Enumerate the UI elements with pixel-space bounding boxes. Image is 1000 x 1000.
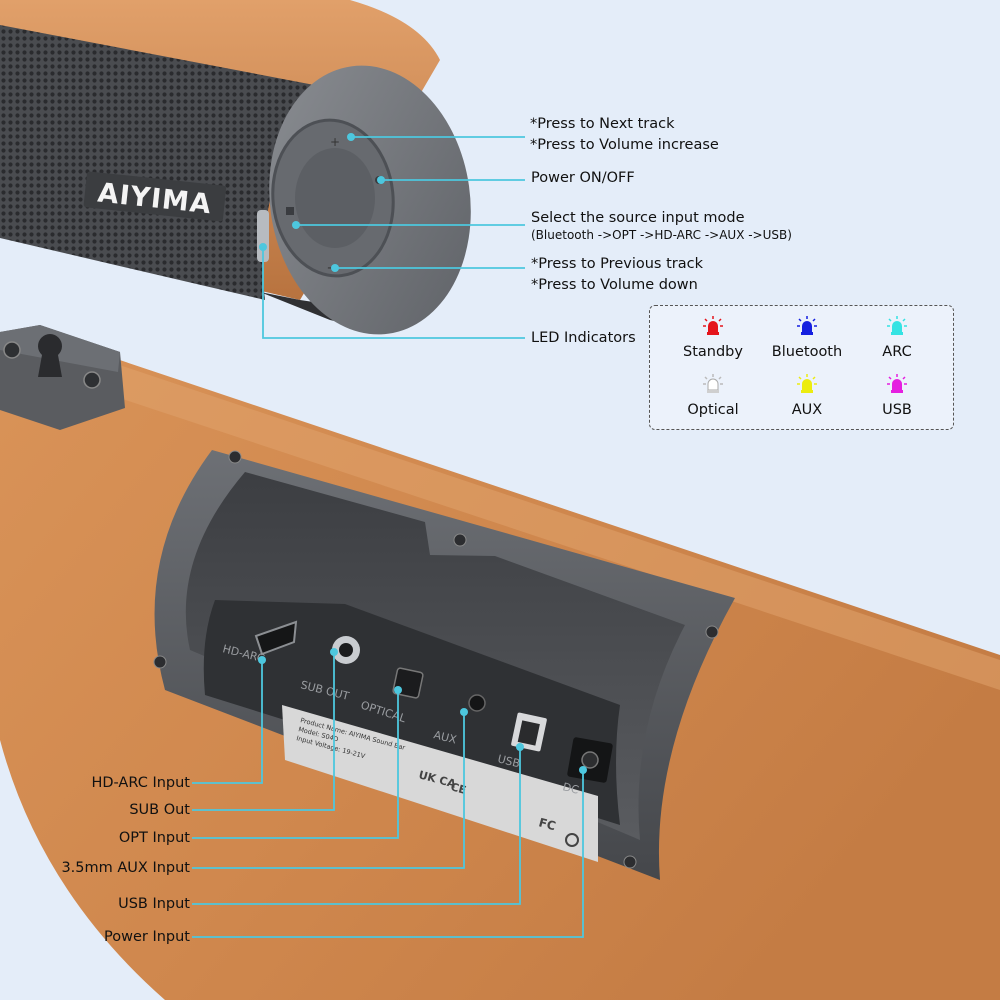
leader-sub <box>192 652 335 811</box>
leader-opt <box>192 690 399 839</box>
led-label: Bluetooth <box>771 344 843 360</box>
callout-power-input: Power Input <box>104 929 190 945</box>
leader-hdarc <box>192 660 263 784</box>
callout-usb-input: USB Input <box>118 896 190 912</box>
led-legend: Standby Bluetooth ARC Optical AUX USB <box>649 305 954 430</box>
callout-opt-input: OPT Input <box>118 830 190 846</box>
speaker-bottom: Product Name: AIYIMA Sound Bar Model: S0… <box>0 325 1000 1000</box>
led-label: USB <box>882 402 912 418</box>
panel-label-aux: AUX <box>432 728 458 746</box>
callout-volume-down: *Press to Volume down <box>531 277 698 293</box>
screw-icon <box>453 533 467 547</box>
callout-aux-input: 3.5mm AUX Input <box>61 860 190 876</box>
callout-previous-track: *Press to Previous track <box>531 256 703 272</box>
callout-power: Power ON/OFF <box>531 170 635 186</box>
bracket-screw-icon <box>3 341 21 359</box>
callout-hdarc-input: HD-ARC Input <box>91 775 190 791</box>
wall-mount-bracket <box>0 325 125 430</box>
screw-icon <box>228 450 242 464</box>
callout-led-indicators: LED Indicators <box>531 330 636 346</box>
screw-icon <box>623 855 637 869</box>
led-item-bluetooth: Bluetooth <box>757 316 857 360</box>
callout-volume-up: *Press to Volume increase <box>530 137 719 153</box>
led-bulb-icon <box>797 316 817 335</box>
led-bulb-icon <box>887 316 907 335</box>
led-item-arc: ARC <box>847 316 947 360</box>
panel-label-usb: USB <box>496 752 521 770</box>
led-item-usb: USB <box>847 374 947 418</box>
leader-dc <box>192 770 584 938</box>
leader-usb <box>192 747 521 905</box>
usb-port-slot <box>517 720 540 746</box>
port-plate <box>203 600 620 825</box>
screw-icon <box>153 655 167 669</box>
wood-highlight <box>20 335 1000 690</box>
screw-icon <box>705 625 719 639</box>
callout-source: Select the source input mode <box>531 210 745 226</box>
led-item-aux: AUX <box>757 374 857 418</box>
plus-icon: + <box>330 135 340 149</box>
sub-out-port-hole <box>339 643 353 657</box>
dc-port-hole <box>581 751 599 769</box>
leader-led <box>262 247 525 339</box>
led-bulb-icon <box>797 374 817 393</box>
control-panel-center <box>295 148 375 248</box>
speaker-grille <box>0 25 330 300</box>
leader-lines <box>192 133 587 938</box>
mode-button-icon <box>286 207 294 215</box>
led-item-optical: Optical <box>663 374 763 418</box>
ce-mark-icon: CE <box>449 780 467 797</box>
recycle-icon <box>565 833 579 847</box>
led-bulb-icon <box>703 374 723 393</box>
fcc-mark-icon: FC <box>537 815 557 833</box>
led-label: ARC <box>882 344 912 360</box>
led-label: Optical <box>687 402 739 418</box>
led-label: Standby <box>683 344 743 360</box>
hdarc-port-icon <box>254 620 298 656</box>
speaker-top: AIYIMA + − <box>0 0 471 335</box>
bracket-screw-icon <box>83 371 101 389</box>
led-label: AUX <box>791 402 823 418</box>
panel-label-dc: DC <box>561 780 580 797</box>
callout-source-sequence: (Bluetooth ->OPT ->HD-ARC ->AUX ->USB) <box>531 228 792 242</box>
led-item-standby: Standby <box>663 316 763 360</box>
leader-aux <box>192 712 465 869</box>
callout-sub-out: SUB Out <box>129 802 190 818</box>
keyhole-icon <box>38 334 62 377</box>
led-bulb-icon <box>887 374 907 393</box>
aux-port-icon <box>468 694 486 712</box>
callout-next-track: *Press to Next track <box>530 116 675 132</box>
led-bulb-icon <box>703 316 723 335</box>
